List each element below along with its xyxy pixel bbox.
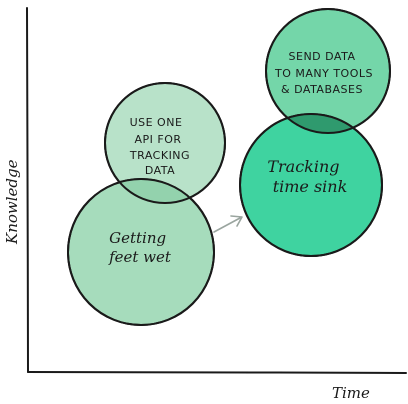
stage-circle-tracking-time-sink-outline	[239, 113, 383, 257]
stage-label-send-data: SEND DATA TO MANY TOOLS & DATABASES	[274, 50, 377, 96]
stage-circle-use-one-api-outline	[104, 82, 226, 204]
stage-label-getting-feet-wet: Getting feet wet	[108, 229, 172, 266]
progress-arrow	[213, 215, 243, 233]
stage-circle-getting-feet-wet-outline	[67, 178, 215, 326]
stage-label-tracking-time-sink: Tracking time sink	[267, 157, 347, 196]
y-axis-line	[26, 7, 29, 373]
stage-circle-send-data-outline	[265, 8, 391, 134]
x-axis-line	[27, 371, 407, 374]
stage-label-use-one-api: USE ONE API FOR TRACKING DATA	[129, 116, 194, 177]
y-axis-label: Knowledge	[3, 159, 21, 245]
x-axis-label: Time	[332, 384, 370, 402]
